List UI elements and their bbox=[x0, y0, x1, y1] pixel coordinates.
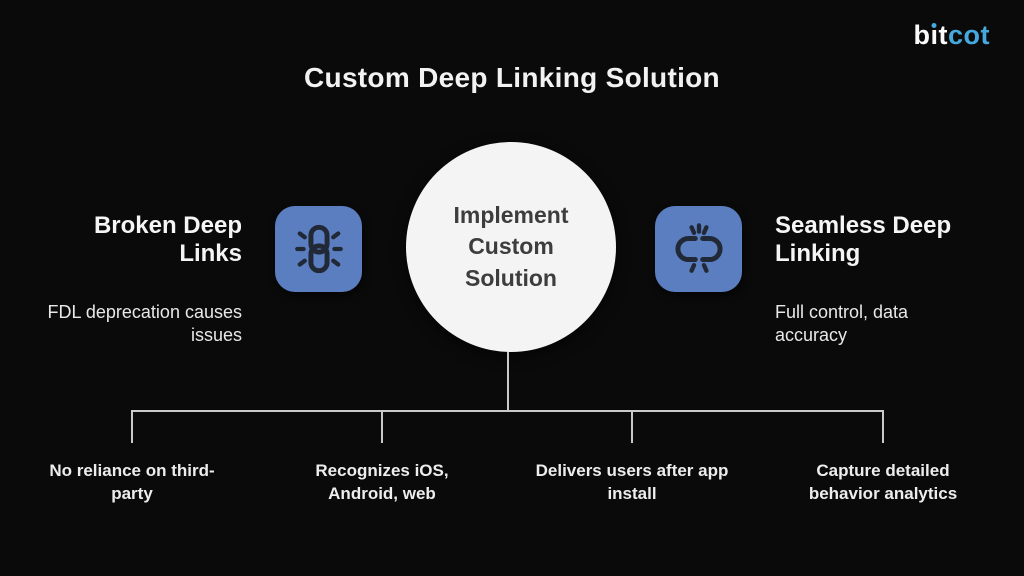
connector-drop-3 bbox=[631, 411, 633, 443]
connector-drop-2 bbox=[381, 411, 383, 443]
connector-drop-4 bbox=[882, 411, 884, 443]
broken-links-icon-tile bbox=[275, 206, 362, 292]
logo-i-dot bbox=[931, 23, 937, 28]
right-branch-heading: Seamless Deep Linking bbox=[775, 212, 952, 268]
connector-stem bbox=[507, 352, 509, 410]
chain-link-stressed-icon bbox=[288, 218, 350, 280]
left-branch-heading: Broken Deep Links bbox=[93, 212, 242, 268]
center-node: Implement Custom Solution bbox=[406, 142, 616, 352]
outcome-label-1: No reliance on third- party bbox=[49, 461, 215, 503]
page-title: Custom Deep Linking Solution bbox=[304, 62, 720, 93]
outcome-label-4: Capture detailed behavior analytics bbox=[808, 461, 958, 503]
logo-text-cot: cot bbox=[948, 20, 990, 50]
outcome-label-3: Delivers users after app install bbox=[535, 461, 729, 503]
outcome-label-2: Recognizes iOS, Android, web bbox=[315, 461, 449, 503]
connector-rail bbox=[131, 410, 884, 412]
center-node-label: Implement Custom Solution bbox=[453, 202, 569, 291]
right-branch-description: Full control, data accuracy bbox=[775, 302, 909, 346]
seamless-linking-icon-tile bbox=[655, 206, 742, 292]
connector-drop-1 bbox=[131, 411, 133, 443]
left-branch-description: FDL deprecation causes issues bbox=[47, 302, 242, 346]
chain-link-broken-icon bbox=[668, 218, 730, 280]
